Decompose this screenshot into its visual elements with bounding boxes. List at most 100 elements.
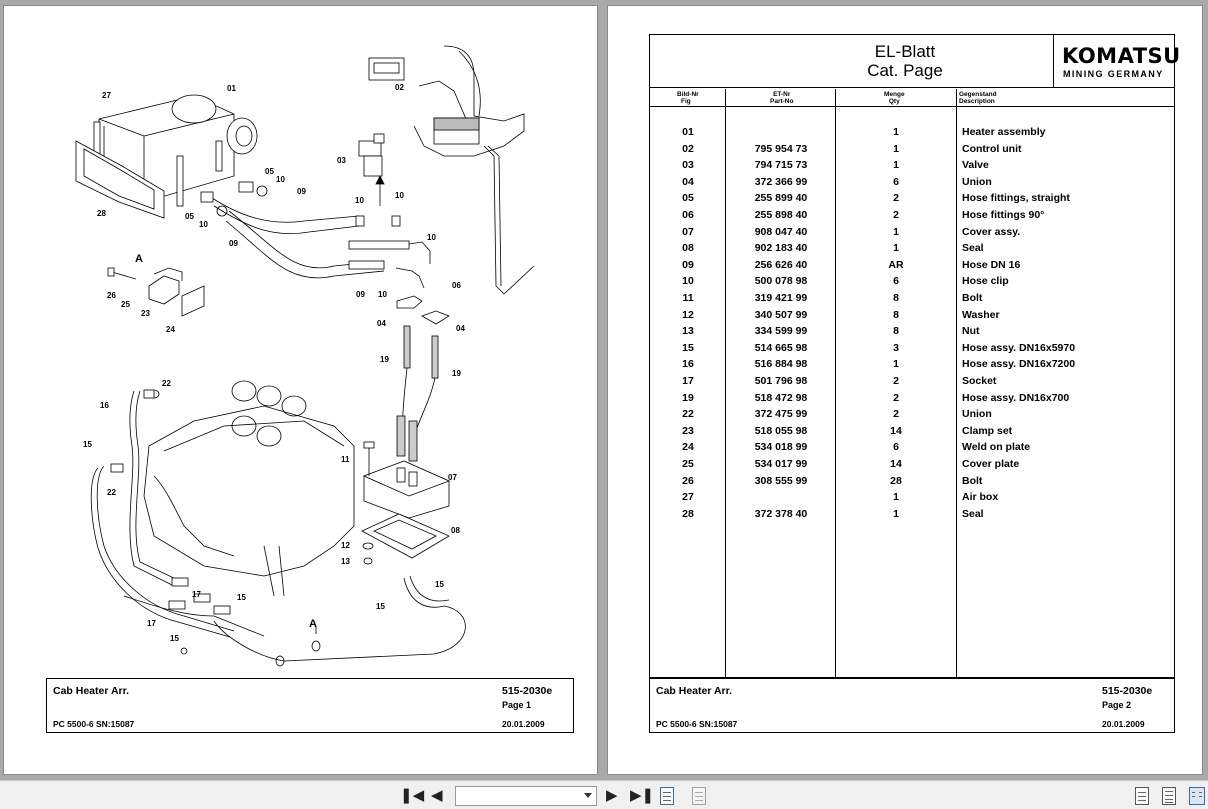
column-header-fig-en: Fig bbox=[681, 98, 691, 105]
document-number: 515-2030e bbox=[502, 685, 553, 697]
part-number-cell: 372 366 99 bbox=[754, 175, 808, 188]
fig-cell: 07 bbox=[682, 225, 694, 238]
title-block-page-1: Cab Heater Arr. PC 5500-6 SN:15087 515-2… bbox=[46, 678, 574, 733]
page-back-view-icon[interactable] bbox=[660, 787, 674, 805]
description-cell: Air box bbox=[962, 491, 999, 504]
qty-cell: 1 bbox=[893, 242, 899, 255]
qty-cell: 2 bbox=[893, 408, 899, 421]
qty-cell: 1 bbox=[893, 225, 899, 238]
fig-cell: 01 bbox=[682, 126, 694, 138]
callout-17a: 17 bbox=[192, 590, 201, 599]
column-header-qty-de: Menge bbox=[884, 91, 905, 98]
qty-cell: 1 bbox=[893, 358, 899, 371]
part-number-cell: 501 796 98 bbox=[754, 375, 808, 387]
qty-cell: 1 bbox=[893, 507, 899, 520]
parts-list-header: EL-Blatt Cat. Page KOMATSU MINING GERMAN… bbox=[650, 35, 1180, 88]
qty-cell: 2 bbox=[893, 209, 899, 221]
column-header-part-en: Part-No bbox=[770, 98, 794, 105]
description-cell: Cover plate bbox=[962, 458, 1020, 470]
title-block-page-2: Cab Heater Arr. PC 5500-6 SN:15087 515-2… bbox=[649, 678, 1175, 733]
column-header-fig: Bild-Nr Fig bbox=[677, 91, 699, 105]
next-page-icon[interactable]: ▶ bbox=[606, 787, 618, 804]
first-page-icon[interactable]: ❚◀ bbox=[400, 787, 425, 804]
qty-cell: 3 bbox=[893, 341, 899, 354]
callout-17b: 17 bbox=[147, 619, 156, 628]
column-divider bbox=[835, 89, 836, 677]
callout-15b: 15 bbox=[435, 580, 444, 589]
callout-16: 16 bbox=[100, 401, 109, 410]
page-select-dropdown[interactable] bbox=[455, 786, 597, 806]
sheet-title-line-1: EL-Blatt bbox=[874, 42, 936, 61]
part-number-cell: 255 899 40 bbox=[754, 192, 808, 205]
fig-cell: 04 bbox=[682, 175, 694, 188]
part-number-cell: 256 626 40 bbox=[754, 258, 808, 271]
fig-cell: 13 bbox=[682, 325, 694, 338]
callout-01: 01 bbox=[227, 84, 236, 93]
fig-cell: 10 bbox=[682, 275, 694, 288]
part-number-cell: 908 047 40 bbox=[754, 225, 808, 238]
callout-24: 24 bbox=[166, 325, 175, 334]
description-cell: Bolt bbox=[962, 292, 983, 304]
qty-cell: 8 bbox=[893, 308, 899, 321]
continuous-view-icon[interactable] bbox=[1162, 787, 1176, 805]
part-number-cell: 334 599 99 bbox=[754, 325, 808, 338]
qty-cell: 14 bbox=[890, 424, 902, 437]
document-page-2: EL-Blatt Cat. Page KOMATSU MINING GERMAN… bbox=[607, 5, 1203, 775]
column-header-part: ET-Nr Part-No bbox=[770, 91, 793, 105]
qty-cell: 8 bbox=[893, 325, 899, 338]
single-page-view-icon[interactable] bbox=[1135, 787, 1149, 805]
callout-07: 07 bbox=[448, 473, 457, 482]
document-number: 515-2030e bbox=[1102, 685, 1153, 697]
qty-cell: 6 bbox=[893, 275, 899, 288]
callout-28: 28 bbox=[97, 209, 106, 218]
document-date: 20.01.2009 bbox=[1102, 719, 1145, 729]
two-page-view-icon[interactable] bbox=[1189, 787, 1205, 805]
description-cell: Hose assy. DN16x7200 bbox=[962, 358, 1076, 371]
previous-page-icon[interactable]: ◀ bbox=[431, 787, 443, 804]
description-cell: Hose fittings, straight bbox=[962, 192, 1070, 205]
callout-A-view: A bbox=[309, 618, 317, 630]
callout-23: 23 bbox=[141, 309, 150, 318]
callout-15e: 15 bbox=[170, 634, 179, 643]
fig-cell: 12 bbox=[682, 308, 694, 321]
callout-10c: 10 bbox=[355, 196, 364, 205]
machine-model: PC 5500-6 SN:15087 bbox=[656, 719, 738, 729]
column-header-desc-en: Description bbox=[959, 98, 995, 105]
description-cell: Seal bbox=[962, 507, 984, 520]
fig-cell: 26 bbox=[682, 474, 694, 487]
komatsu-logo: KOMATSU MINING GERMANY bbox=[1053, 35, 1180, 88]
last-page-icon[interactable]: ▶❚ bbox=[630, 787, 655, 804]
fig-cell: 16 bbox=[682, 358, 694, 371]
fig-cell: 19 bbox=[682, 391, 694, 404]
logo-subtitle: MINING GERMANY bbox=[1063, 69, 1164, 79]
page-forward-view-icon[interactable] bbox=[692, 787, 706, 805]
fig-cell: 06 bbox=[682, 209, 694, 221]
description-cell: Weld on plate bbox=[962, 441, 1031, 454]
callout-09c: 09 bbox=[356, 290, 365, 299]
description-cell: Seal bbox=[962, 242, 984, 255]
qty-cell: 2 bbox=[893, 391, 899, 404]
callout-03: 03 bbox=[337, 156, 346, 165]
fig-cell: 27 bbox=[682, 491, 694, 504]
callout-15d: 15 bbox=[237, 593, 246, 602]
fig-cell: 03 bbox=[682, 159, 694, 172]
qty-cell: 6 bbox=[893, 441, 899, 454]
description-cell: Socket bbox=[962, 375, 997, 387]
callout-11: 11 bbox=[341, 455, 350, 464]
callout-13: 13 bbox=[341, 557, 350, 566]
column-header-desc: Gegenstand Description bbox=[959, 91, 997, 105]
callout-05b: 05 bbox=[185, 212, 194, 221]
part-number-cell: 516 884 98 bbox=[754, 358, 808, 371]
part-number-cell: 372 378 40 bbox=[754, 507, 808, 520]
description-cell: Bolt bbox=[962, 474, 983, 487]
cab-heater-exploded-drawing: 27 01 02 03 28 05 10 05 10 09 10 10 09 1… bbox=[75, 45, 535, 667]
qty-cell: 6 bbox=[893, 175, 899, 188]
machine-model: PC 5500-6 SN:15087 bbox=[53, 719, 135, 729]
